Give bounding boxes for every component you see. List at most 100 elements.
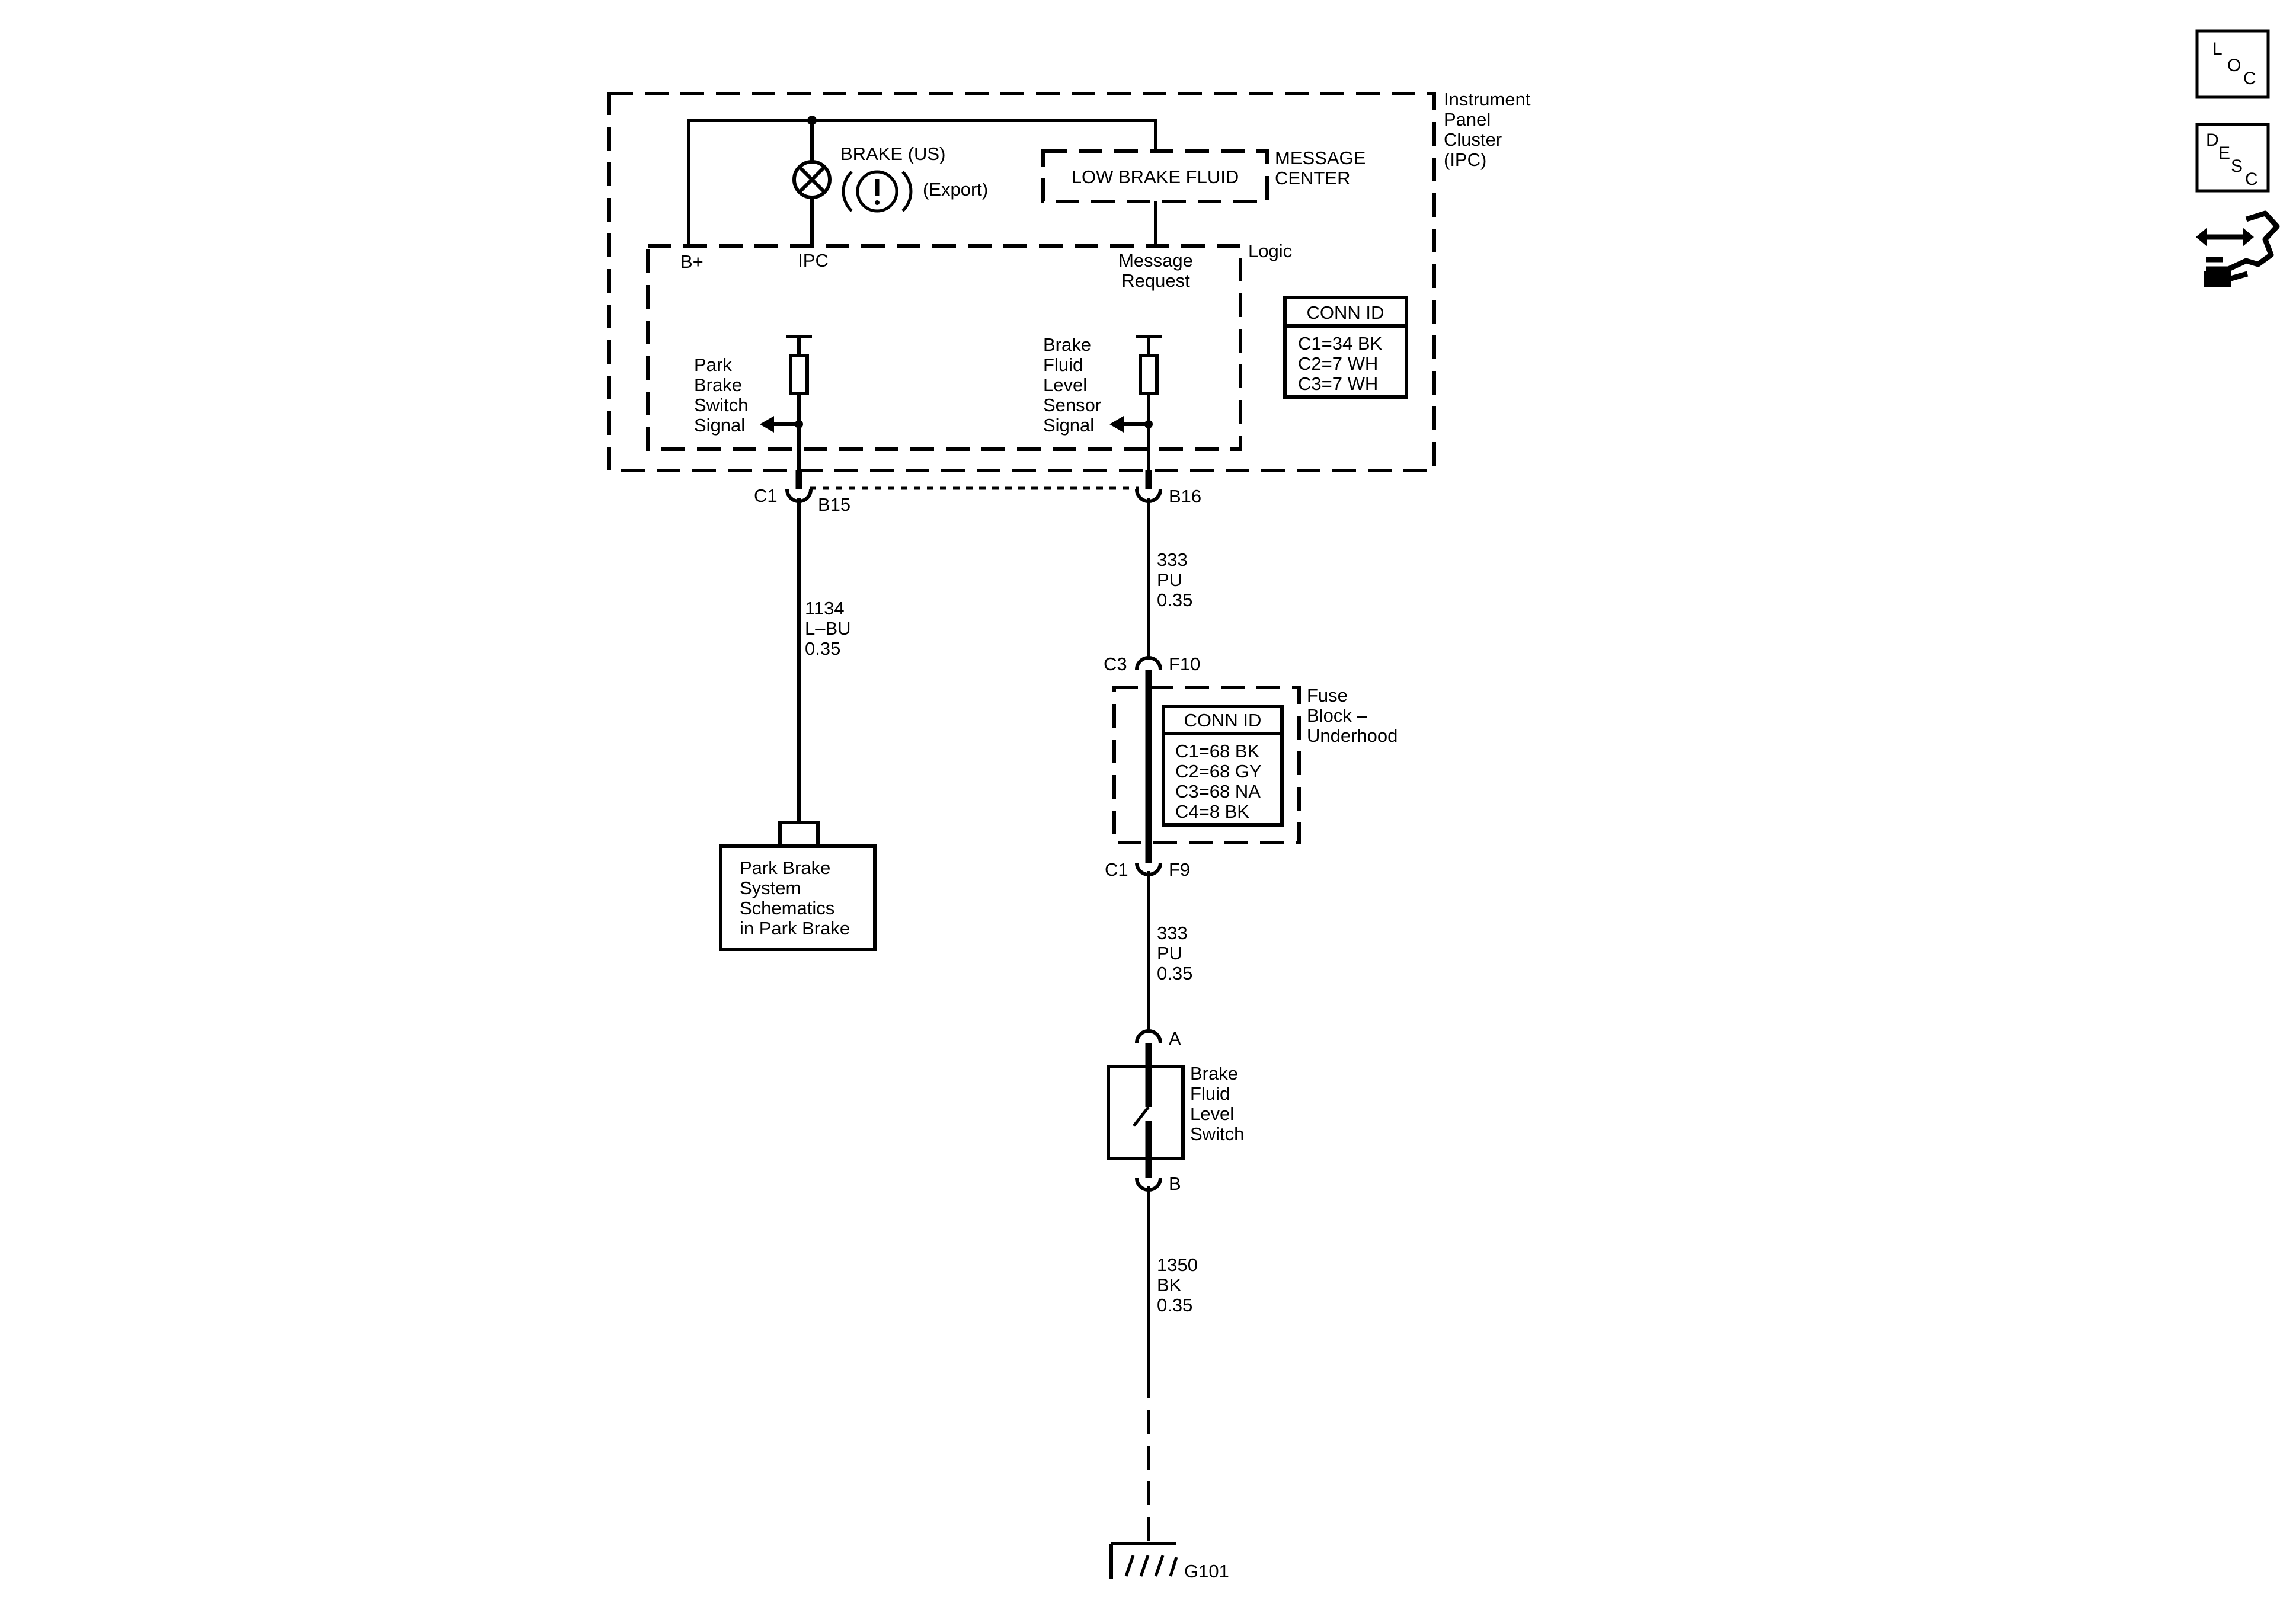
park-brake-ref-line-2: System [740, 878, 801, 898]
c1-label: C1 [754, 485, 778, 506]
desc-letter-e: E [2218, 143, 2230, 163]
message-center-box [1041, 149, 1269, 203]
f9-label: F9 [1169, 859, 1190, 880]
c1-f9-pin-icon [1135, 843, 1162, 876]
park-brake-ref-box[interactable] [719, 844, 877, 951]
loc-button[interactable]: L O C [2195, 29, 2270, 99]
park-brake-wire-size: 0.35 [805, 638, 840, 659]
ipc-conn-id-title: CONN ID [1307, 302, 1384, 323]
fuse-conn-id-c3: C3=68 NA [1175, 781, 1261, 802]
ipc-to-fuse-wire-size: 0.35 [1157, 590, 1192, 610]
f10-label: F10 [1169, 654, 1200, 674]
ipc-conn-id-c3: C3=7 WH [1298, 373, 1378, 394]
fluid-level-signal-resistor-icon [1109, 335, 1162, 479]
fuse-conn-id-c1: C1=68 BK [1175, 741, 1260, 761]
export-label: (Export) [923, 179, 988, 200]
switch-pin-a-icon [1135, 1029, 1162, 1067]
fuse-block-conn-id-box [1162, 705, 1284, 827]
park-brake-wire-circuit: 1134 [805, 598, 845, 619]
message-request-line-2: Request [1121, 270, 1190, 291]
fuse-block-label-1: Fuse [1307, 685, 1348, 706]
fuse-to-switch-wire-circuit: 333 [1157, 923, 1188, 943]
fluid-level-signal-line-5: Signal [1043, 415, 1094, 436]
ipc-title-line-1: Instrument [1444, 89, 1531, 110]
park-brake-ref-line-3: Schematics [740, 898, 834, 918]
fluid-level-signal-line-2: Fluid [1043, 354, 1083, 375]
ipc-conn-id-box [1283, 296, 1408, 399]
fuse-conn-id-c4: C4=8 BK [1175, 801, 1249, 822]
park-brake-signal-line-3: Switch [694, 395, 748, 415]
switch-pin-b-icon [1135, 1158, 1162, 1192]
b16-label: B16 [1169, 486, 1201, 507]
park-brake-signal-line-4: Signal [694, 415, 745, 436]
fuse-to-switch-wire-size: 0.35 [1157, 963, 1192, 984]
switch-contact-icon [1133, 1067, 1152, 1158]
switch-label-1: Brake [1190, 1063, 1238, 1084]
fuse-conn-id-c2: C2=68 GY [1175, 761, 1262, 782]
fluid-level-signal-line-3: Level [1043, 375, 1087, 395]
connector-tools-icon[interactable] [2196, 210, 2280, 287]
fuse-to-switch-wire-color: PU [1157, 943, 1182, 964]
c3-f10-pin-icon [1135, 656, 1162, 690]
c3-label: C3 [1104, 654, 1127, 674]
brake-warning-symbol-icon [842, 170, 913, 213]
ground-label: G101 [1184, 1561, 1229, 1582]
message-center-text: LOW BRAKE FLUID [1072, 167, 1239, 187]
park-brake-signal-line-1: Park [694, 354, 732, 375]
c1-b15-pin-icon [785, 470, 813, 503]
switch-label-2: Fluid [1190, 1083, 1230, 1104]
switch-to-ground-wire-circuit: 1350 [1157, 1254, 1198, 1275]
ipc-pin-label: IPC [798, 250, 829, 271]
fuse-block-outline [1112, 686, 1301, 844]
pin-a-label: A [1169, 1028, 1181, 1049]
logic-box [646, 244, 1242, 451]
fuse-block-label-3: Underhood [1307, 725, 1398, 746]
park-brake-wire-color: L–BU [805, 618, 851, 639]
desc-button[interactable]: D E S C [2195, 123, 2270, 193]
logic-label: Logic [1248, 241, 1292, 261]
park-brake-signal-line-2: Brake [694, 375, 742, 395]
fuse-conn-id-title: CONN ID [1184, 710, 1262, 731]
ground-icon [1109, 1542, 1178, 1579]
switch-label-4: Switch [1190, 1124, 1244, 1144]
message-center-label-2: CENTER [1275, 168, 1350, 188]
park-brake-ref-line-1: Park Brake [740, 857, 830, 878]
park-brake-signal-resistor-icon [760, 335, 812, 479]
message-request-line-1: Message [1118, 250, 1193, 271]
c1-b16-pin-icon [1135, 470, 1162, 503]
ipc-outline [607, 92, 1436, 472]
c1-fuse-label: C1 [1105, 859, 1128, 880]
ipc-title-line-4: (IPC) [1444, 149, 1486, 170]
ipc-title-line-2: Panel [1444, 109, 1491, 130]
brake-us-label: BRAKE (US) [840, 143, 945, 164]
b-plus-label: B+ [680, 251, 703, 272]
switch-label-3: Level [1190, 1103, 1234, 1124]
brake-lamp-icon [792, 160, 832, 199]
park-brake-ref-tab [778, 821, 820, 846]
switch-to-ground-wire-color: BK [1157, 1275, 1182, 1295]
fluid-level-signal-line-1: Brake [1043, 334, 1091, 355]
ipc-conn-id-c1: C1=34 BK [1298, 333, 1383, 354]
desc-letter-d: D [2206, 130, 2219, 150]
fluid-level-signal-line-4: Sensor [1043, 395, 1101, 415]
fuse-block-label-2: Block – [1307, 705, 1367, 726]
ipc-conn-id-c2: C2=7 WH [1298, 353, 1378, 374]
park-brake-ref-line-4: in Park Brake [740, 918, 850, 939]
desc-letter-c: C [2245, 169, 2258, 189]
fluid-level-signal-label: Brake Fluid Level Sensor Signal [1043, 334, 1101, 436]
message-center-label-1: MESSAGE [1275, 148, 1366, 168]
ipc-power-bus [687, 119, 1157, 246]
desc-letter-s: S [2231, 156, 2243, 176]
loc-letter-o: O [2227, 56, 2241, 75]
loc-letter-c: C [2243, 69, 2256, 88]
ipc-title: Instrument Panel Cluster (IPC) [1444, 89, 1531, 170]
ipc-title-line-3: Cluster [1444, 129, 1502, 150]
loc-letter-l: L [2212, 39, 2223, 59]
ipc-to-fuse-wire-color: PU [1157, 569, 1182, 590]
park-brake-signal-label: Park Brake Switch Signal [694, 354, 748, 436]
b15-label: B15 [818, 494, 850, 515]
pin-b-label: B [1169, 1173, 1181, 1194]
ipc-to-fuse-wire-circuit: 333 [1157, 549, 1188, 570]
switch-to-ground-wire-size: 0.35 [1157, 1295, 1192, 1315]
